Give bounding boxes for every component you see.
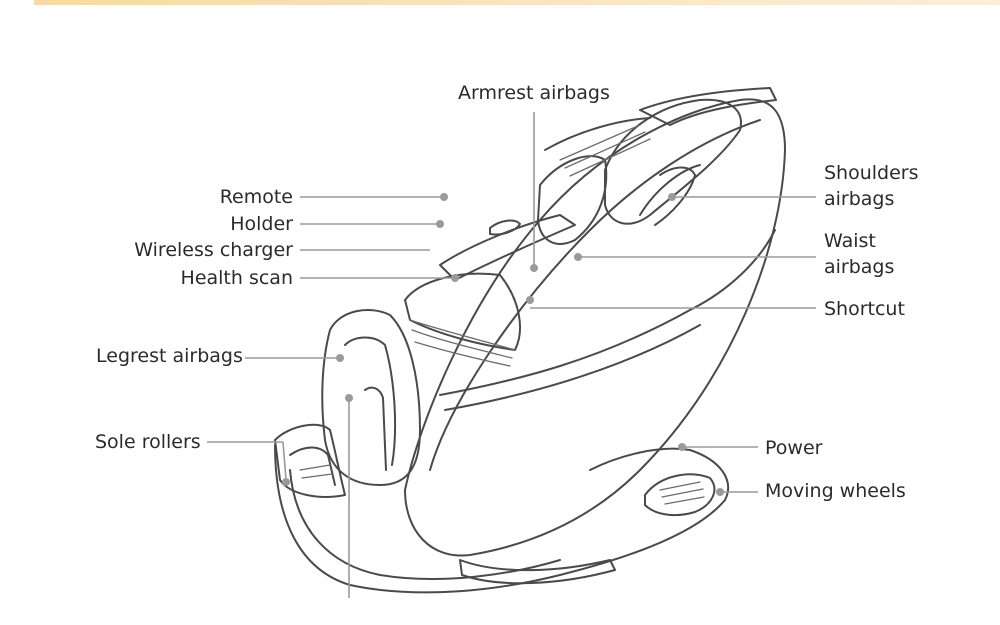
label-wireless-charger: Wireless charger [134,239,293,261]
label-shoulders-airbags-line2: airbags [824,188,895,210]
label-health-scan: Health scan [180,267,293,289]
label-waist-airbags-line2: airbags [824,256,895,278]
label-sole-rollers: Sole rollers [95,431,201,453]
label-holder: Holder [230,213,293,235]
top-accent-bar [34,0,1000,5]
chair-outline [274,87,786,594]
label-legrest-airbags: Legrest airbags [96,345,243,367]
label-waist-airbags-line1: Waist [824,230,876,252]
label-moving-wheels: Moving wheels [765,480,906,502]
label-armrest-airbags: Armrest airbags [458,82,610,104]
leader-lines [207,112,816,598]
label-remote: Remote [219,186,293,208]
label-power: Power [765,437,823,459]
label-shoulders-airbags-line1: Shoulders [824,162,919,184]
label-shortcut: Shortcut [824,298,905,320]
